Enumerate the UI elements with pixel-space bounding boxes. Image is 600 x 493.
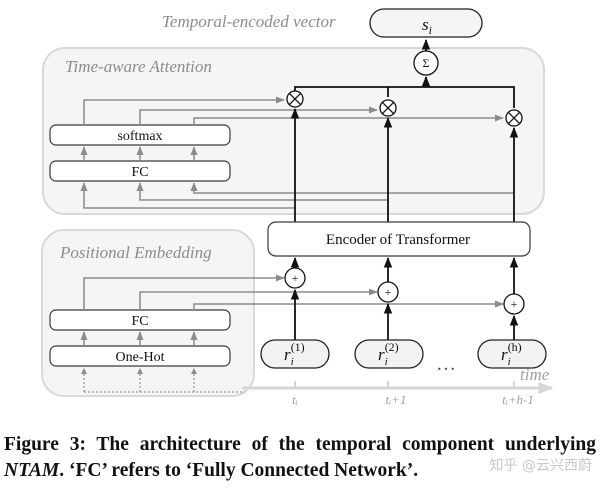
sum-symbol: Σ bbox=[423, 56, 430, 70]
architecture-diagram: Temporal-encoded vector si Time-aware At… bbox=[41, 8, 554, 407]
positional-fc-label: FC bbox=[131, 314, 148, 329]
time-input-arrowhead-1 bbox=[81, 368, 87, 374]
encoder-box bbox=[267, 221, 531, 257]
encoder-to-fc-3 bbox=[190, 182, 514, 194]
figure-caption: Figure 3: The architecture of the tempor… bbox=[4, 432, 596, 484]
softmax-out-1 bbox=[83, 96, 285, 125]
caption-suffix: . ‘FC’ refers to ‘Fully Connected Networ… bbox=[59, 460, 419, 481]
ellipsis: … bbox=[436, 353, 456, 375]
multiply-icon-1 bbox=[288, 92, 302, 106]
encoder-label: Encoder of Transformer bbox=[326, 232, 470, 248]
multiply-icon-3 bbox=[507, 111, 521, 125]
softmax-label: softmax bbox=[117, 129, 162, 144]
input-node-2 bbox=[354, 339, 424, 369]
time-input-arrowhead-2 bbox=[137, 368, 143, 374]
attention-fc-box bbox=[49, 160, 231, 182]
add-symbol-3: + bbox=[511, 297, 518, 311]
time-tick-label-3: tᵢ+h-1 bbox=[502, 392, 534, 407]
caption-model-name: NTAM bbox=[4, 460, 60, 481]
softmax-out-3 bbox=[193, 114, 504, 125]
input-node-label-3: ri(h) bbox=[501, 340, 522, 368]
multiply-icon-2 bbox=[381, 101, 395, 115]
positional-title: Positional Embedding bbox=[59, 243, 212, 262]
time-axis-label: time bbox=[520, 365, 550, 384]
time-tick-label-1: tᵢ bbox=[292, 392, 298, 407]
input-node-1 bbox=[260, 339, 330, 369]
add-symbol-2: + bbox=[385, 285, 392, 299]
attention-fc-label: FC bbox=[131, 165, 148, 180]
encoder-to-fc-1 bbox=[80, 182, 295, 209]
pos-out-1 bbox=[83, 274, 285, 310]
attention-title: Time-aware Attention bbox=[65, 57, 212, 76]
pos-out-3 bbox=[193, 300, 504, 310]
output-node-label: si bbox=[422, 15, 432, 37]
time-tick-label-2: tᵢ+1 bbox=[386, 392, 407, 407]
output-label: Temporal-encoded vector bbox=[162, 12, 336, 31]
watermark: 知乎 @云兴西蔚 bbox=[489, 458, 592, 474]
input-node-label-1: ri(1) bbox=[284, 340, 305, 368]
encoder-to-fc-2 bbox=[136, 182, 388, 201]
time-input-arrowhead-3 bbox=[191, 368, 197, 374]
add-symbol-1: + bbox=[292, 271, 299, 285]
one-hot-label: One-Hot bbox=[116, 350, 165, 365]
input-node-3 bbox=[477, 339, 547, 369]
input-node-label-2: ri(2) bbox=[378, 340, 399, 368]
one-hot-box bbox=[49, 345, 231, 367]
output-node bbox=[369, 8, 483, 38]
caption-prefix: Figure 3: The architecture of the tempor… bbox=[4, 434, 596, 455]
